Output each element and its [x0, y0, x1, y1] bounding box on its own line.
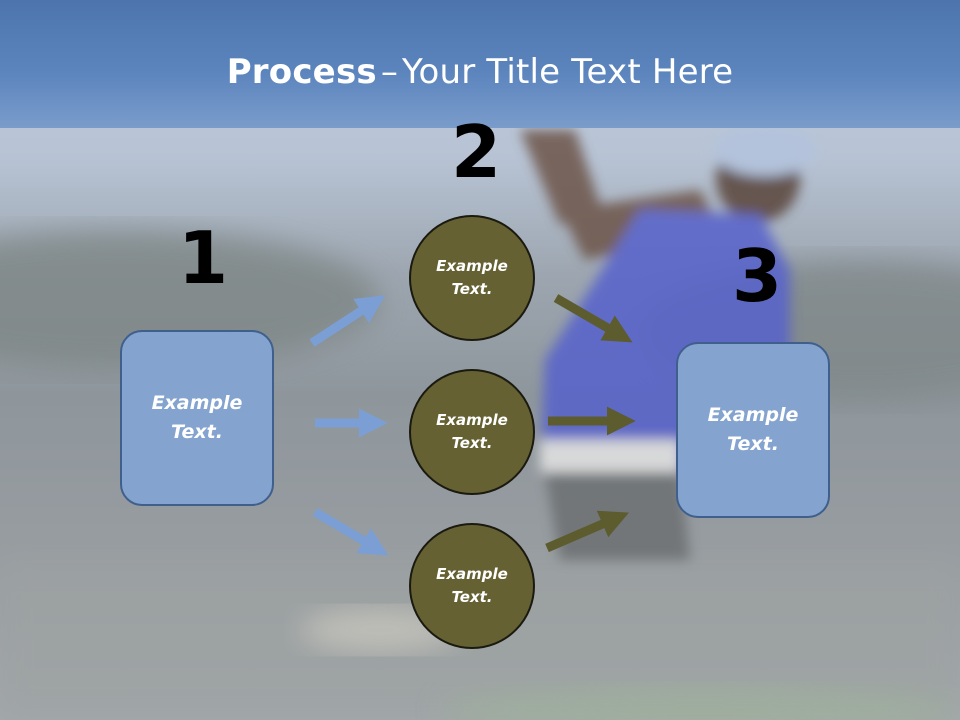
step-3-text: Example Text.: [707, 404, 799, 455]
title-rest: Your Title Text Here: [402, 52, 734, 92]
step-2-circle-bottom[interactable]: Example Text.: [409, 523, 535, 649]
slide-title[interactable]: Process–Your Title Text Here: [0, 52, 960, 92]
step-1-box[interactable]: Example Text.: [120, 330, 274, 506]
step-2-circle-middle[interactable]: Example Text.: [409, 369, 535, 495]
step-2-text-bottom: Example Text.: [436, 565, 508, 606]
title-bold: Process: [226, 52, 377, 92]
arrow-right-down-blue: [312, 508, 389, 556]
arrow-right-up-blue: [309, 295, 386, 347]
step-number-1: 1: [178, 216, 229, 300]
step-number-3: 3: [732, 234, 783, 318]
title-separator: –: [380, 52, 399, 92]
step-2-text-top: Example Text.: [436, 257, 508, 298]
step-2-circle-top[interactable]: Example Text.: [409, 215, 535, 341]
title-band: [0, 0, 960, 128]
arrow-right-up-olive: [545, 510, 629, 553]
step-1-text: Example Text.: [151, 392, 243, 443]
step-3-box[interactable]: Example Text.: [676, 342, 830, 518]
arrow-right-down-olive: [553, 294, 633, 343]
step-2-text-middle: Example Text.: [436, 411, 508, 452]
step-number-2: 2: [451, 110, 502, 194]
